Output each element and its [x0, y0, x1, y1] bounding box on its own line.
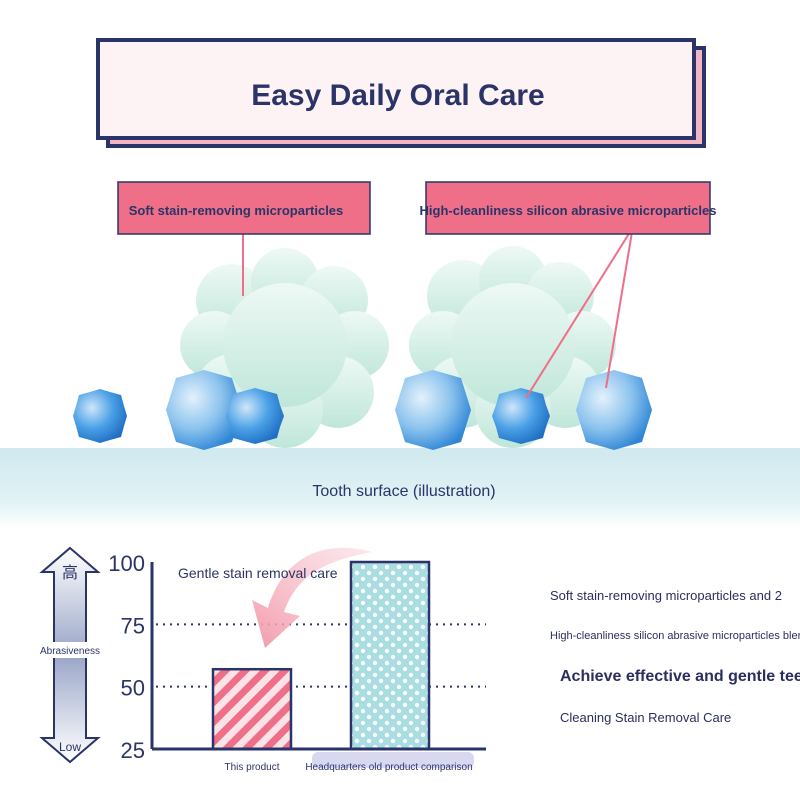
abrasive-particle — [226, 388, 284, 444]
x-axis-labels: This product Headquarters old product com… — [224, 752, 474, 773]
callout-left: Soft stain-removing microparticles — [117, 181, 371, 296]
abrasive-particles — [73, 370, 652, 450]
y-tick-label: 50 — [121, 676, 145, 701]
abrasive-particle — [576, 370, 652, 450]
y-tick-label: 100 — [108, 551, 145, 576]
abrasiveness-chart: 25 50 75 100 Gentle stain removal care This… — [108, 547, 486, 773]
axis-low-label: Low — [59, 740, 81, 754]
callout-right: High-cleanliness silicon abrasive microp… — [420, 181, 717, 399]
y-tick-label: 25 — [121, 738, 145, 763]
title-banner: Easy Daily Oral Care — [96, 38, 706, 148]
pink-curved-arrow — [252, 547, 372, 648]
x-label-highlight — [312, 752, 474, 768]
bars — [211, 560, 431, 751]
axis-high-label: 高 — [62, 564, 78, 582]
abrasive-particle — [395, 370, 471, 450]
abrasive-particle — [492, 388, 550, 444]
y-tick-label: 75 — [121, 613, 145, 638]
chart-annotation: Gentle stain removal care — [178, 565, 338, 581]
side-text-line-2: High-cleanliness silicon abrasive microp… — [550, 630, 800, 642]
bar-this-product — [211, 667, 293, 751]
bar-old-product — [349, 560, 431, 751]
abrasive-particle — [166, 370, 242, 450]
page-title: Easy Daily Oral Care — [251, 79, 545, 112]
abrasive-particle — [73, 389, 127, 443]
surface-label: Tooth surface (illustration) — [312, 483, 495, 500]
callout-right-label: High-cleanliness silicon abrasive microp… — [420, 203, 717, 218]
callout-left-label: Soft stain-removing microparticles — [129, 203, 344, 218]
side-text-line-3: Achieve effective and gentle teeth — [560, 668, 800, 685]
side-text-line-4: Cleaning Stain Removal Care — [560, 710, 732, 725]
abrasiveness-axis: 高 Abrasiveness Low — [39, 546, 101, 764]
grid-lines — [156, 623, 486, 688]
side-text-line-1: Soft stain-removing microparticles and 2 — [550, 588, 782, 603]
y-axis-ticks: 25 50 75 100 — [108, 551, 145, 763]
axis-title: Abrasiveness — [40, 646, 100, 657]
x-tick-label: This product — [224, 762, 279, 773]
x-tick-label: Headquarters old product comparison — [305, 762, 472, 773]
tooth-surface: Tooth surface (illustration) — [0, 448, 800, 528]
